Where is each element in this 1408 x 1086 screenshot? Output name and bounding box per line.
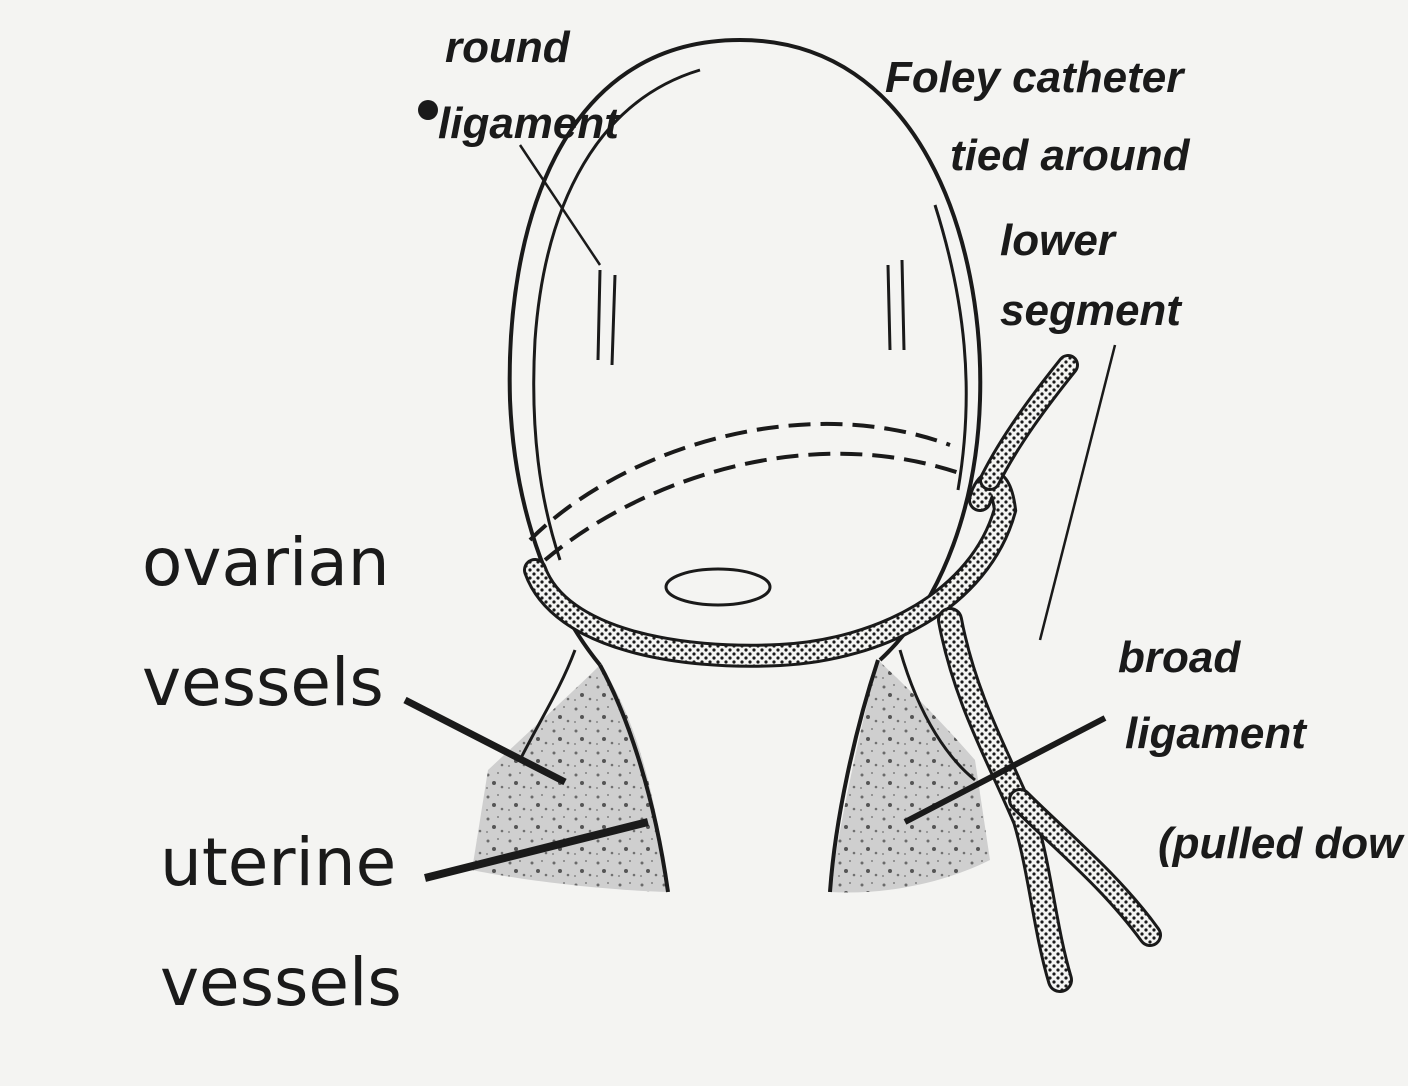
label-foley-catheter: Foley catheter (885, 53, 1186, 102)
cervical-os (666, 569, 770, 605)
label-ovarian: ovarian (142, 524, 390, 601)
label-uterine: uterine (160, 824, 396, 901)
label-lower: lower (1000, 216, 1118, 265)
lower-segment-dashed-line-2 (545, 454, 965, 560)
lower-segment-dashed-line-1 (530, 424, 950, 540)
label-ovarian-vessels: vessels (142, 644, 384, 721)
label-pulled-down: (pulled dow (1158, 819, 1405, 868)
label-tied-around: tied around (950, 131, 1191, 180)
label-ligament: ligament (438, 99, 621, 148)
label-broad-ligament: ligament (1125, 709, 1308, 758)
label-segment: segment (1000, 286, 1183, 335)
round-ligament-dot (418, 100, 438, 120)
right-round-ligament-stub (888, 260, 904, 350)
label-uterine-vessels: vessels (160, 944, 402, 1021)
label-round: round (445, 23, 571, 72)
label-broad: broad (1118, 633, 1241, 682)
round-ligament-leader (520, 145, 600, 265)
left-round-ligament-stub (598, 270, 615, 365)
